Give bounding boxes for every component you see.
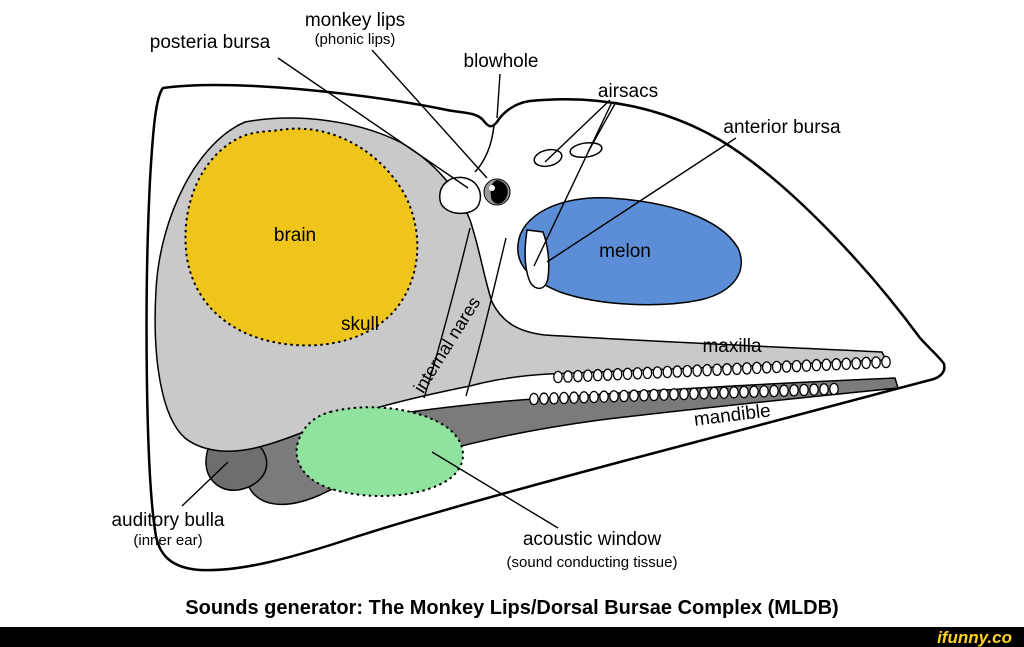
label-monkey-lips: monkey lips [305, 10, 405, 31]
leader-airsacs-1 [544, 99, 611, 163]
label-anterior-bursa: anterior bursa [723, 117, 841, 138]
teeth-lower [529, 382, 839, 406]
label-acoustic-window: acoustic window [523, 529, 662, 550]
airsac-shape-2 [569, 141, 603, 159]
label-posteria-bursa: posteria bursa [150, 32, 271, 53]
label-blowhole: blowhole [464, 51, 539, 72]
watermark-bar [0, 627, 1024, 647]
leader-anterior-bursa [546, 137, 737, 263]
leader-acoustic-window [431, 451, 559, 529]
leader-auditory-bulla [181, 461, 229, 507]
monkey-lips-shape [483, 178, 511, 206]
nasal-passage-shape [474, 124, 495, 173]
diagram-caption: Sounds generator: The Monkey Lips/Dorsal… [185, 597, 838, 619]
brain-shape [184, 127, 419, 347]
label-airsacs: airsacs [598, 81, 658, 102]
label-phonic-lips: (phonic lips) [315, 31, 396, 48]
label-auditory-bulla: auditory bulla [111, 510, 224, 531]
leader-posteria-bursa [277, 57, 469, 189]
airsac-shape-1 [533, 148, 563, 168]
internal-nares-channel-right [465, 237, 507, 397]
label-sound-conducting-tissue: (sound conducting tissue) [507, 554, 678, 571]
acoustic-window-shape [295, 406, 464, 497]
label-inner-ear: (inner ear) [133, 532, 202, 549]
melon-shape [517, 196, 742, 306]
label-maxilla: maxilla [702, 336, 762, 357]
leader-monkey-lips [371, 49, 488, 179]
leader-airsacs-3 [533, 101, 613, 267]
label-brain: brain [274, 225, 316, 246]
teeth-upper [553, 355, 891, 384]
leader-blowhole [496, 73, 501, 119]
watermark-text: ifunny.co [937, 628, 1012, 647]
label-skull: skull [341, 314, 379, 335]
label-melon: melon [599, 241, 651, 262]
posterior-sac-shape [439, 176, 482, 215]
internal-nares-channel-left [423, 227, 471, 399]
